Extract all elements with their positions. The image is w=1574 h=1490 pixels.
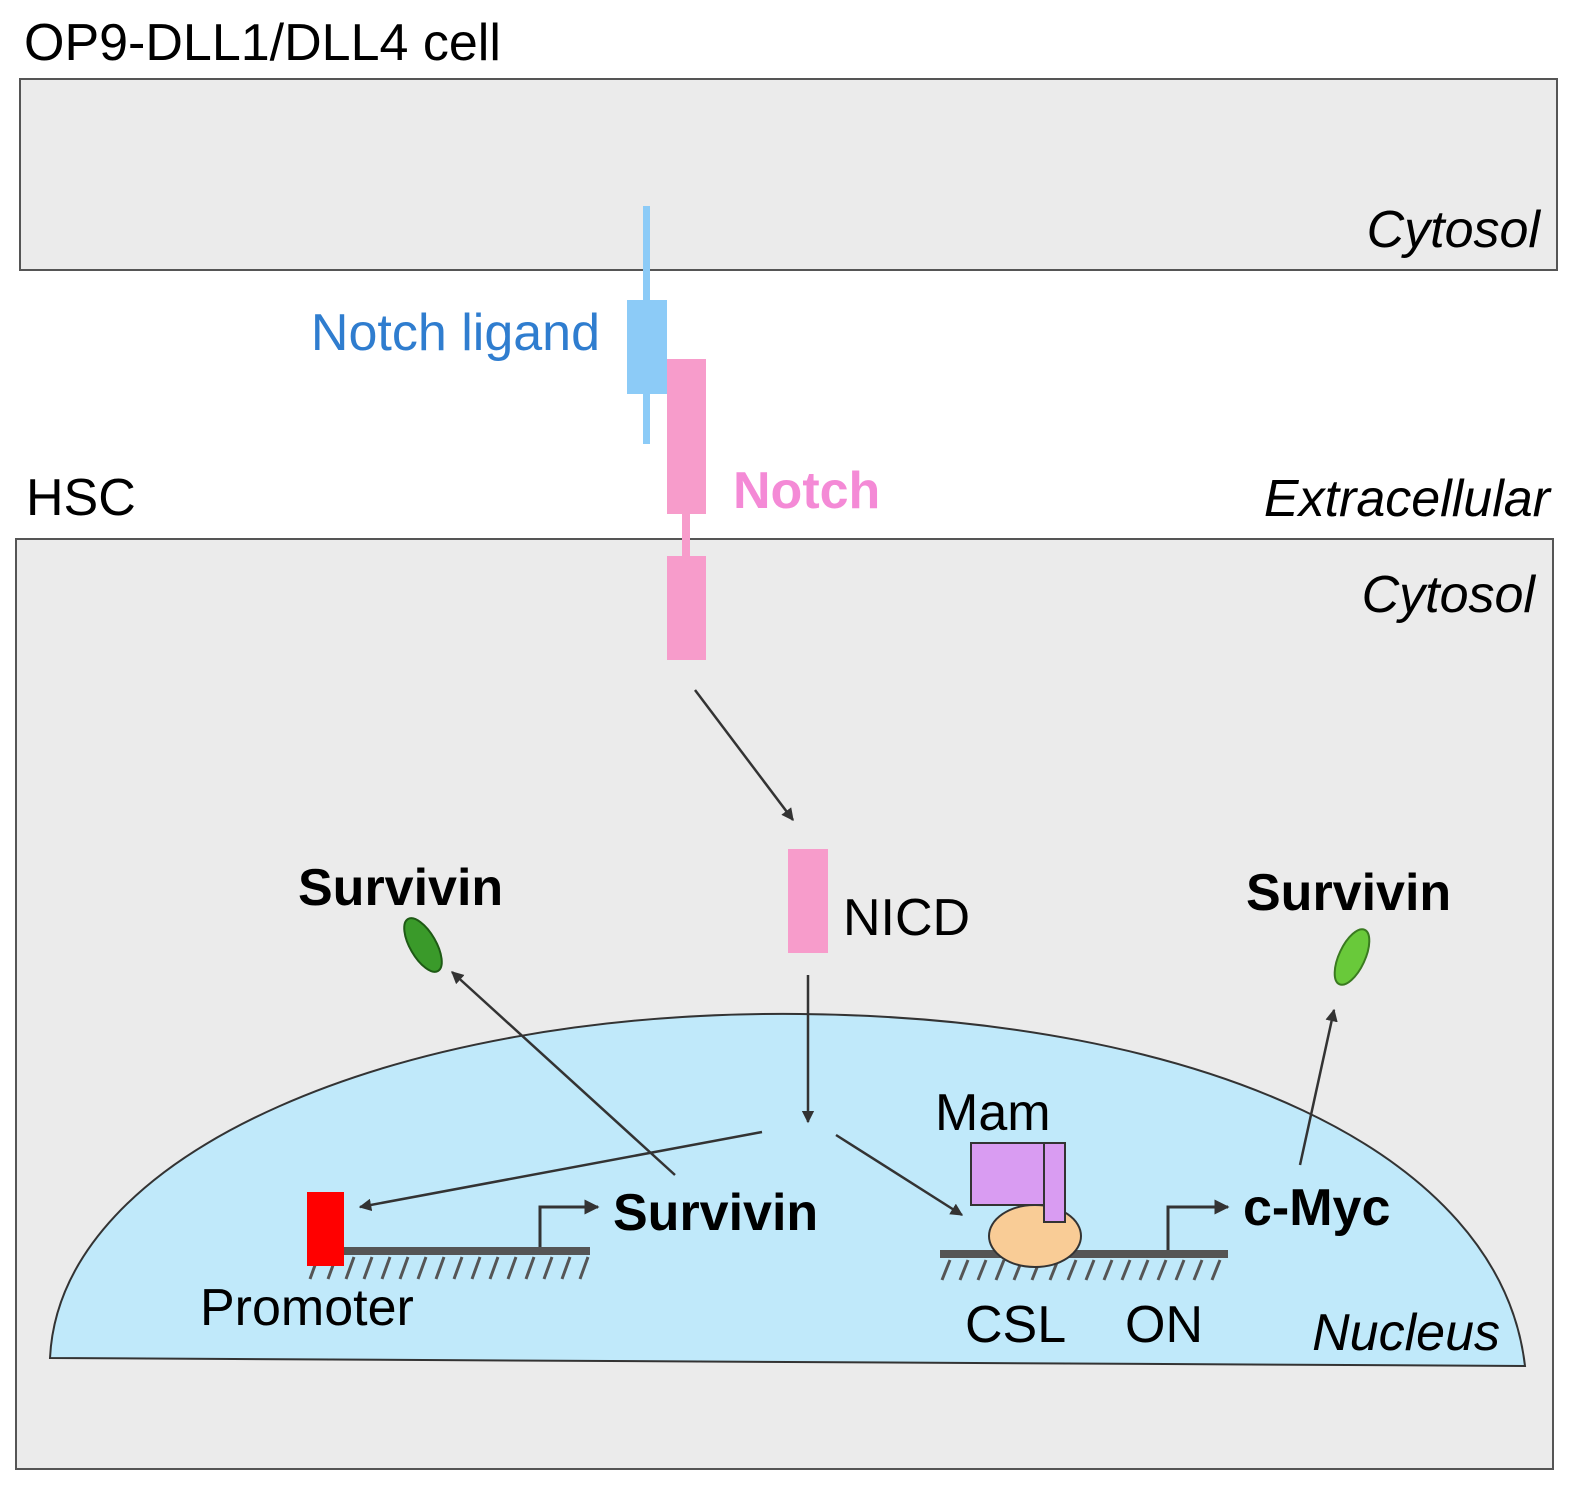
cmyc-dna-strand	[940, 1250, 1228, 1281]
survivin-gene-label: Survivin	[613, 1184, 818, 1242]
arrow-to-survivin-right	[1298, 1008, 1338, 1166]
notch-label: Notch	[733, 462, 880, 520]
extracellular-label: Extracellular	[1264, 470, 1553, 528]
csl-protein	[988, 1204, 1082, 1268]
on-label: ON	[1125, 1296, 1203, 1354]
survivin-protein-left	[403, 917, 443, 973]
op9-cytosol-label: Cytosol	[1367, 201, 1542, 259]
nucleus-label: Nucleus	[1312, 1304, 1500, 1362]
notch-ligand-label: Notch ligand	[311, 304, 600, 362]
cmyc-transcription-start-arrow	[1166, 1199, 1230, 1250]
hsc-cytosol-label: Cytosol	[1362, 566, 1537, 624]
survivin-transcription-start-arrow	[538, 1199, 600, 1247]
promoter-label: Promoter	[200, 1279, 414, 1337]
nicd-block	[788, 849, 828, 953]
survivin-left-label: Survivin	[298, 859, 503, 917]
csl-label: CSL	[965, 1296, 1066, 1354]
nicd-in-complex	[1043, 1142, 1066, 1223]
notch-transmembrane-link	[682, 514, 690, 556]
arrow-to-promoter	[358, 1130, 763, 1212]
notch-ligand-domain	[627, 300, 667, 394]
nicd-label: NICD	[843, 889, 970, 947]
mam-label: Mam	[935, 1084, 1051, 1142]
notch-extracellular-domain	[667, 359, 706, 514]
op9-cell-title: OP9-DLL1/DLL4 cell	[24, 14, 501, 72]
op9-cell-body	[19, 78, 1558, 271]
survivin-protein-right	[1333, 928, 1371, 986]
survivin-dna-strand	[308, 1247, 590, 1280]
promoter-block	[307, 1192, 344, 1266]
mam-protein	[970, 1142, 1045, 1206]
arrow-notch-to-nicd	[694, 689, 794, 821]
arrow-to-csl	[835, 1133, 964, 1217]
hsc-title: HSC	[26, 469, 136, 527]
arrow-to-survivin-left	[451, 971, 676, 1176]
survivin-right-label: Survivin	[1246, 864, 1451, 922]
notch-intracellular-domain	[667, 556, 706, 660]
cmyc-label: c-Myc	[1243, 1179, 1390, 1237]
